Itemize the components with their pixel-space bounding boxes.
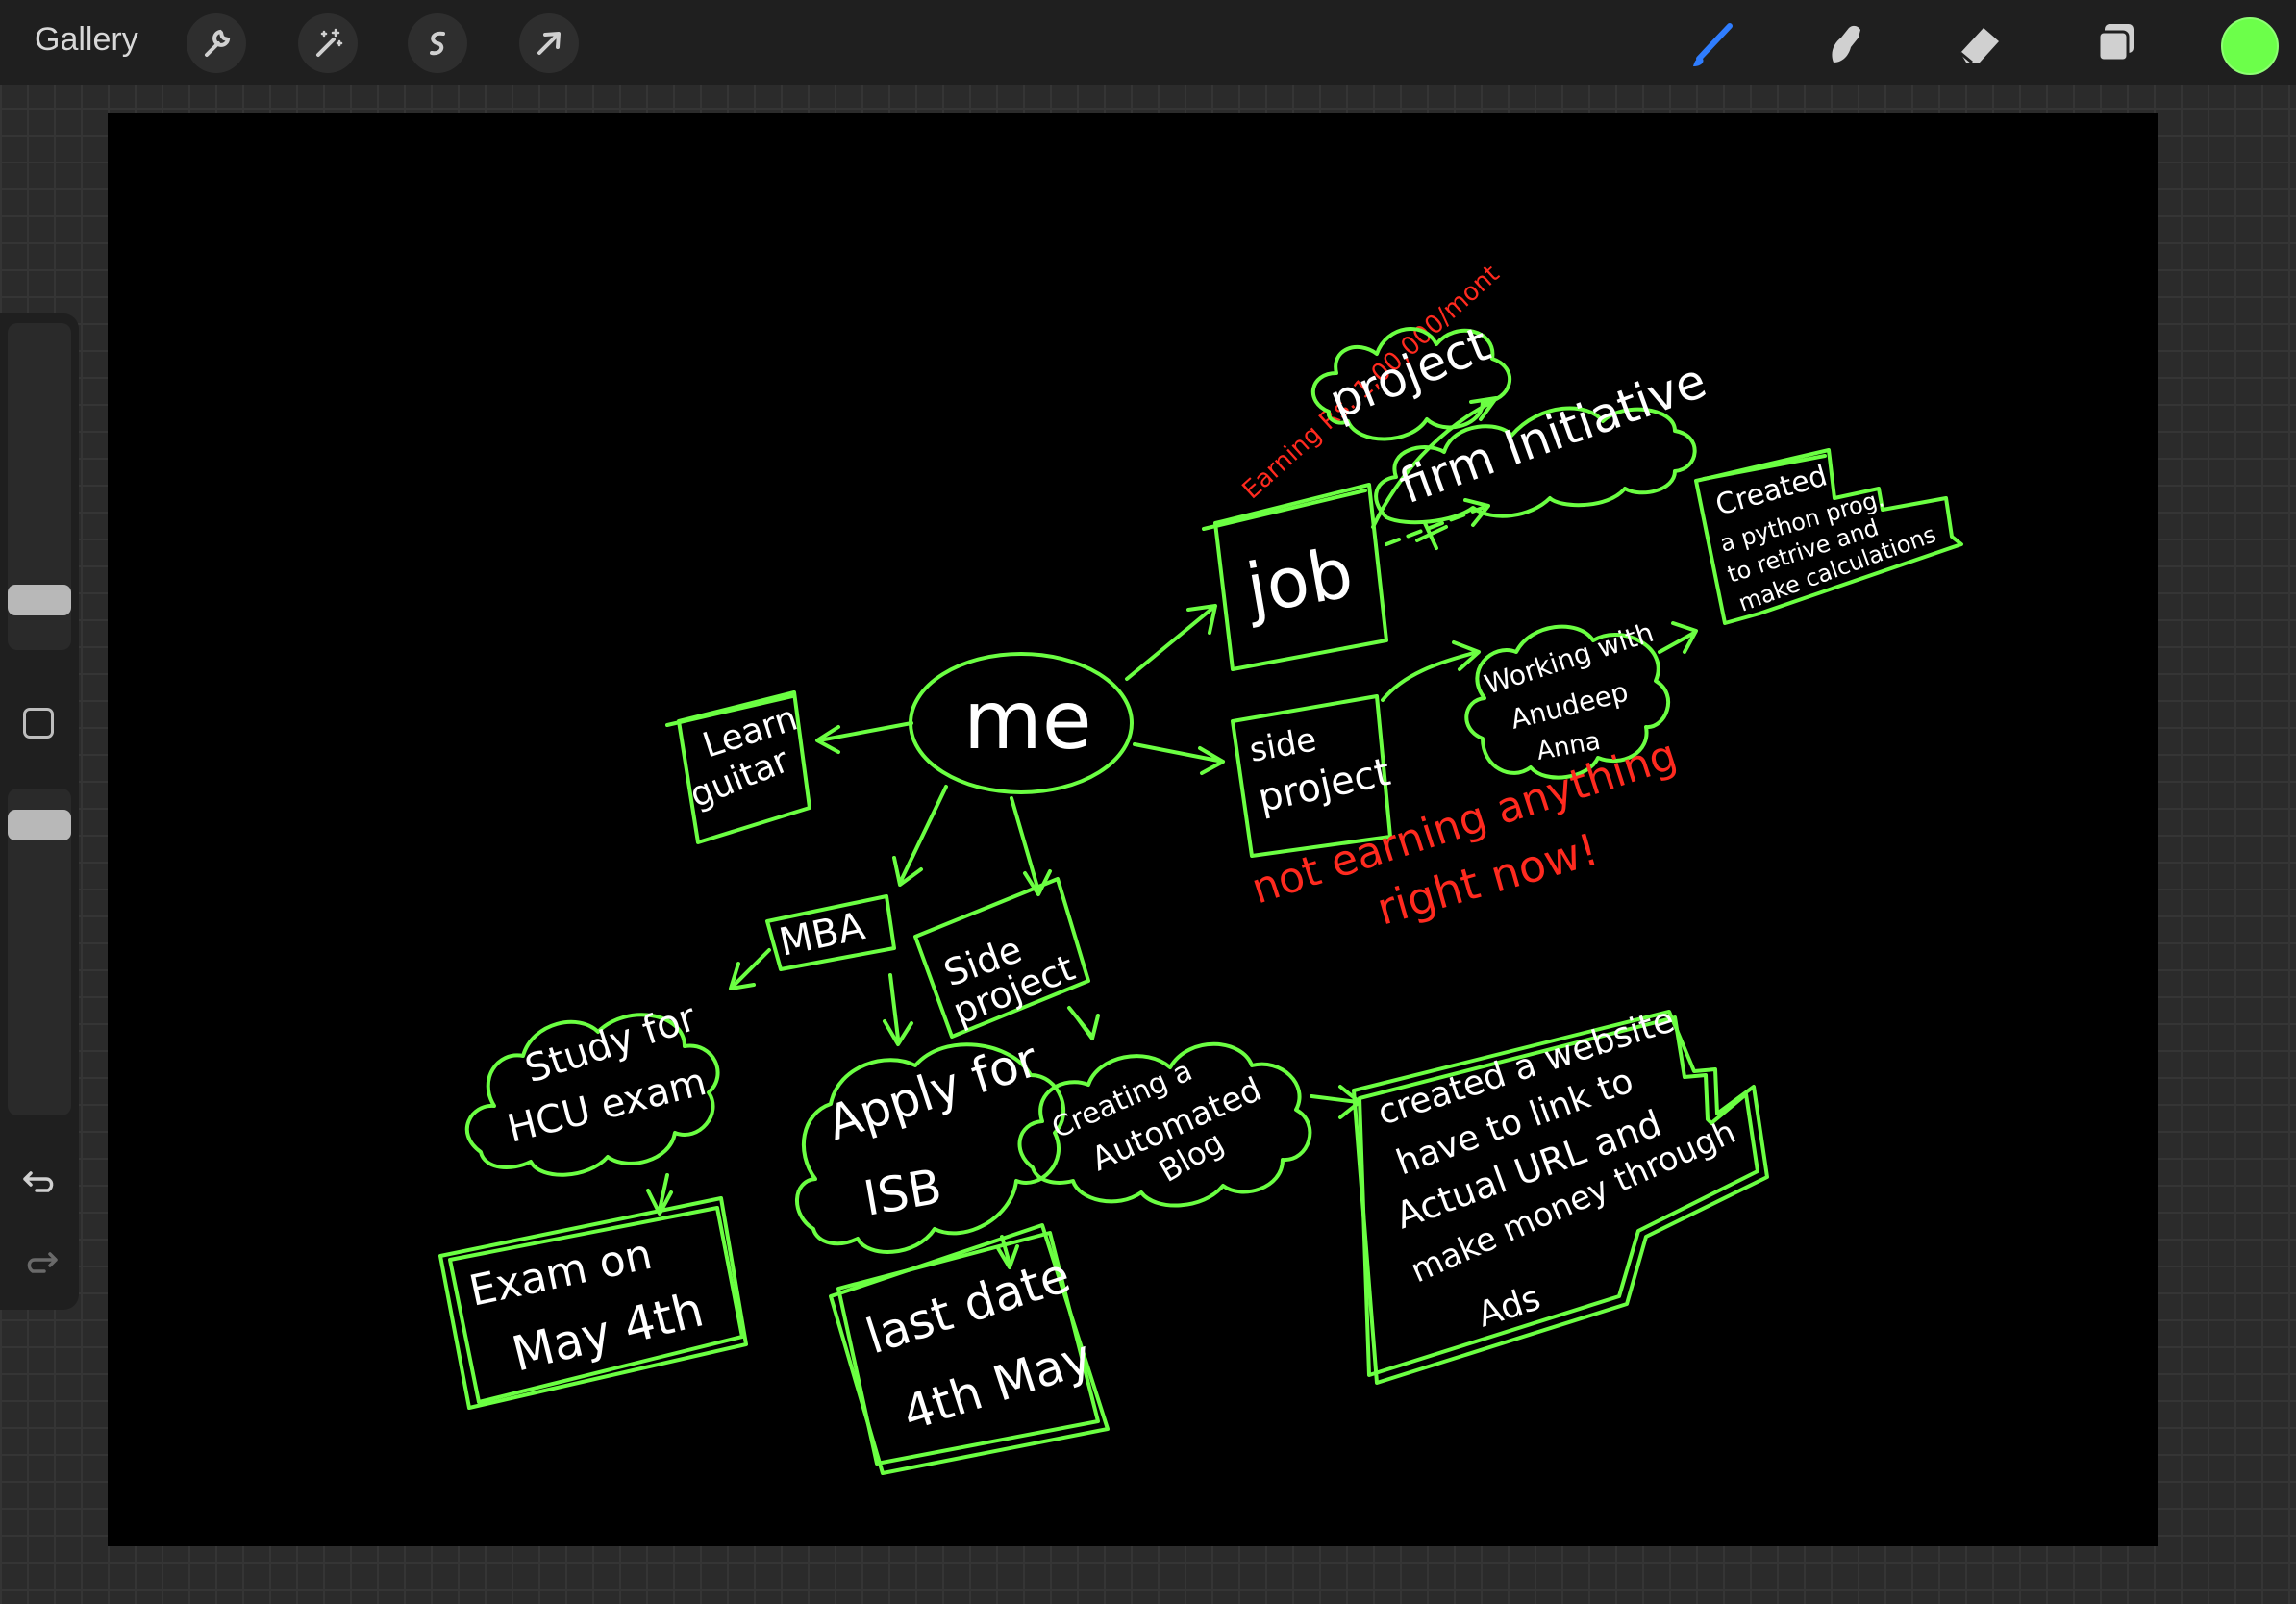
drawing-canvas[interactable]: me job Earning Rs. 1,00,000/mont project…	[108, 113, 2158, 1546]
layers-icon[interactable]	[2086, 13, 2146, 73]
redo-icon[interactable]	[19, 1241, 62, 1283]
exam-node: Exam on May 4th	[438, 1196, 748, 1410]
opacity-thumb[interactable]	[8, 810, 71, 840]
apply-line2: ISB	[860, 1159, 946, 1227]
last-date-node: last date 4th May	[829, 1223, 1110, 1475]
me-label: me	[963, 673, 1092, 767]
mba-node: MBA	[765, 894, 896, 971]
eraser-icon[interactable]	[1950, 13, 2009, 73]
arrow-job-firm	[1385, 506, 1485, 546]
automated-blog-cloud: Creating a Automated Blog	[1017, 1041, 1312, 1208]
cross-mark	[1415, 521, 1448, 550]
undo-icon[interactable]	[19, 1160, 62, 1202]
arrow-me-guitar	[815, 721, 913, 754]
smudge-icon[interactable]	[1815, 13, 1875, 73]
arrow-me-job	[1125, 604, 1217, 681]
arrow-working-python	[1658, 621, 1698, 654]
top-toolbar: Gallery	[0, 0, 2296, 85]
transform-arrow-icon[interactable]	[519, 13, 579, 73]
arrow-me-mba	[892, 785, 948, 887]
brush-icon[interactable]	[1685, 13, 1744, 73]
magic-wand-icon[interactable]	[298, 13, 358, 73]
gallery-button[interactable]: Gallery	[35, 21, 138, 58]
color-picker-button[interactable]	[2221, 17, 2279, 75]
learn-guitar-node: Learn guitar	[665, 690, 811, 844]
arrow-side-blog	[1067, 1006, 1100, 1040]
arrow-apply-lastdate	[996, 1235, 1019, 1269]
side-project-right-line1: side	[1247, 720, 1320, 769]
arrow-mba-study	[729, 948, 771, 990]
apply-isb-cloud: Apply for ISB	[795, 1031, 1065, 1254]
python-program-node: Created a python prog. to retrive and ma…	[1694, 448, 1963, 625]
left-sidebar	[0, 313, 79, 1310]
arrow-study-exam	[646, 1173, 673, 1216]
wrench-icon[interactable]	[187, 13, 246, 73]
website-node: created a website have to link to Actual…	[1352, 1000, 1769, 1385]
mindmap-drawing: me job Earning Rs. 1,00,000/mont project…	[438, 260, 1963, 1475]
arrow-me-side-project	[1010, 796, 1052, 896]
side-project-node: Side project	[913, 877, 1090, 1039]
job-node: job	[1202, 483, 1388, 671]
arrow-side-working	[1381, 640, 1481, 702]
arrow-mba-apply	[883, 973, 913, 1046]
modify-button[interactable]	[23, 708, 54, 739]
selection-icon[interactable]	[408, 13, 467, 73]
opacity-slider[interactable]	[8, 789, 71, 1115]
arrowhead-firm	[1463, 498, 1490, 527]
study-hcu-cloud: Study for HCU exam	[464, 995, 720, 1177]
website-line5: Ads	[1473, 1278, 1545, 1335]
arrow-me-side-project-right	[1133, 742, 1225, 775]
brush-size-thumb[interactable]	[8, 585, 71, 615]
apply-line1: Apply for	[821, 1031, 1045, 1151]
job-label: job	[1238, 532, 1359, 630]
